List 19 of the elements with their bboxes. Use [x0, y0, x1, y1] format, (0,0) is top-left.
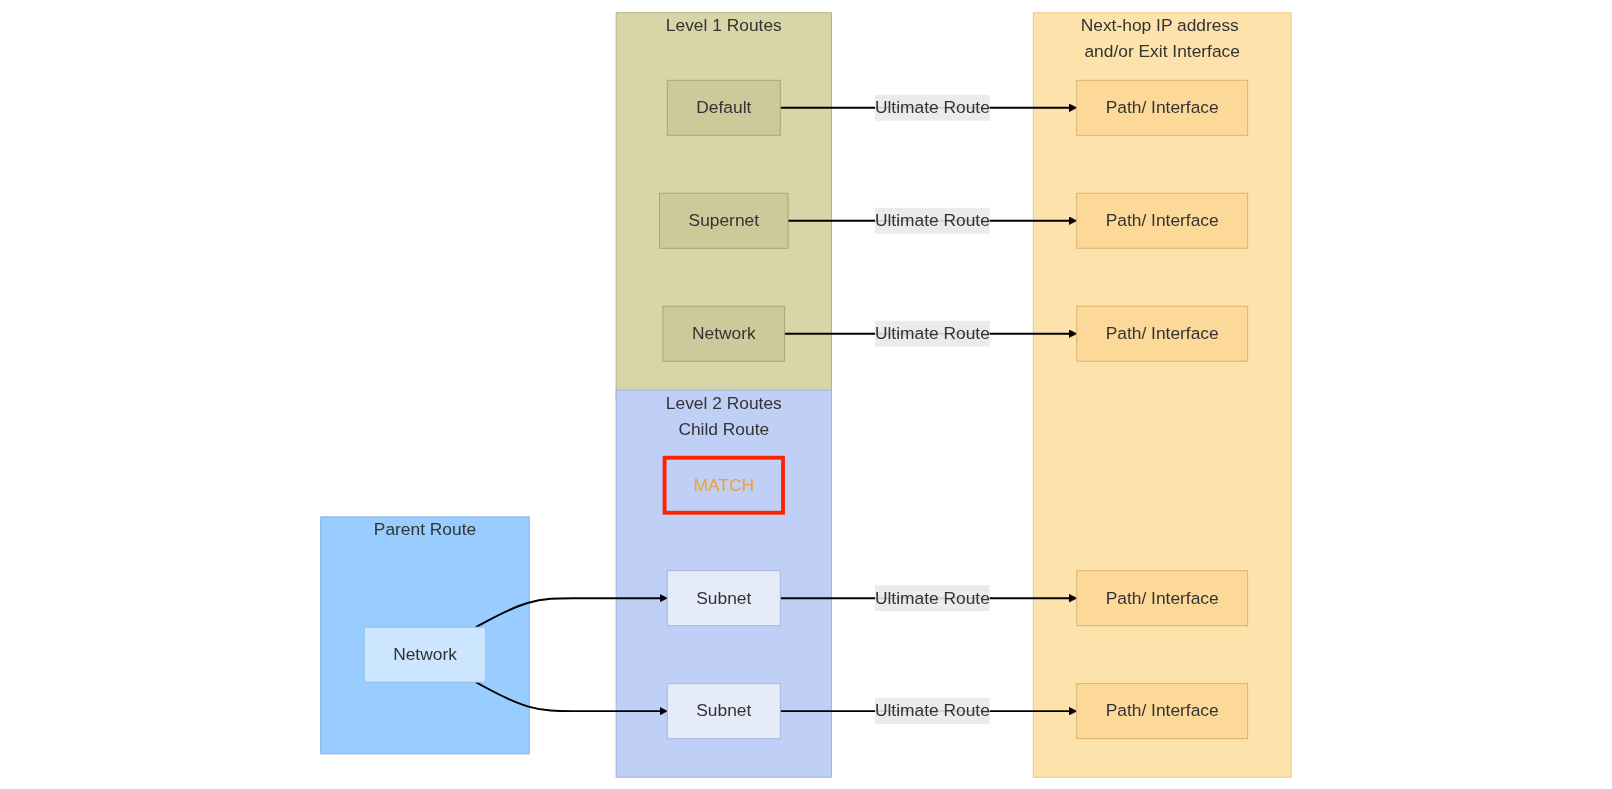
node-box: MATCH [662, 455, 785, 515]
arrow [474, 593, 668, 628]
node-box: Default [666, 79, 781, 136]
node-box: Subnet [666, 569, 781, 626]
arrow [474, 680, 668, 715]
node-box: Network [662, 305, 786, 362]
node-box: Path/ Interface [1076, 682, 1249, 739]
node-box: Network [363, 626, 487, 683]
edge-label: Ultimate Route [874, 97, 990, 117]
node-box: Path/ Interface [1076, 79, 1249, 136]
node-box: Supernet [659, 192, 789, 249]
node-box: Path/ Interface [1076, 192, 1249, 249]
edge-label: Ultimate Route [874, 587, 990, 607]
node-box: Path/ Interface [1076, 305, 1249, 362]
edge-label: Ultimate Route [874, 323, 990, 343]
node-box: Path/ Interface [1076, 569, 1249, 626]
edge-label: Ultimate Route [874, 210, 990, 230]
node-box: Subnet [666, 682, 781, 739]
edge-label: Ultimate Route [874, 700, 990, 720]
